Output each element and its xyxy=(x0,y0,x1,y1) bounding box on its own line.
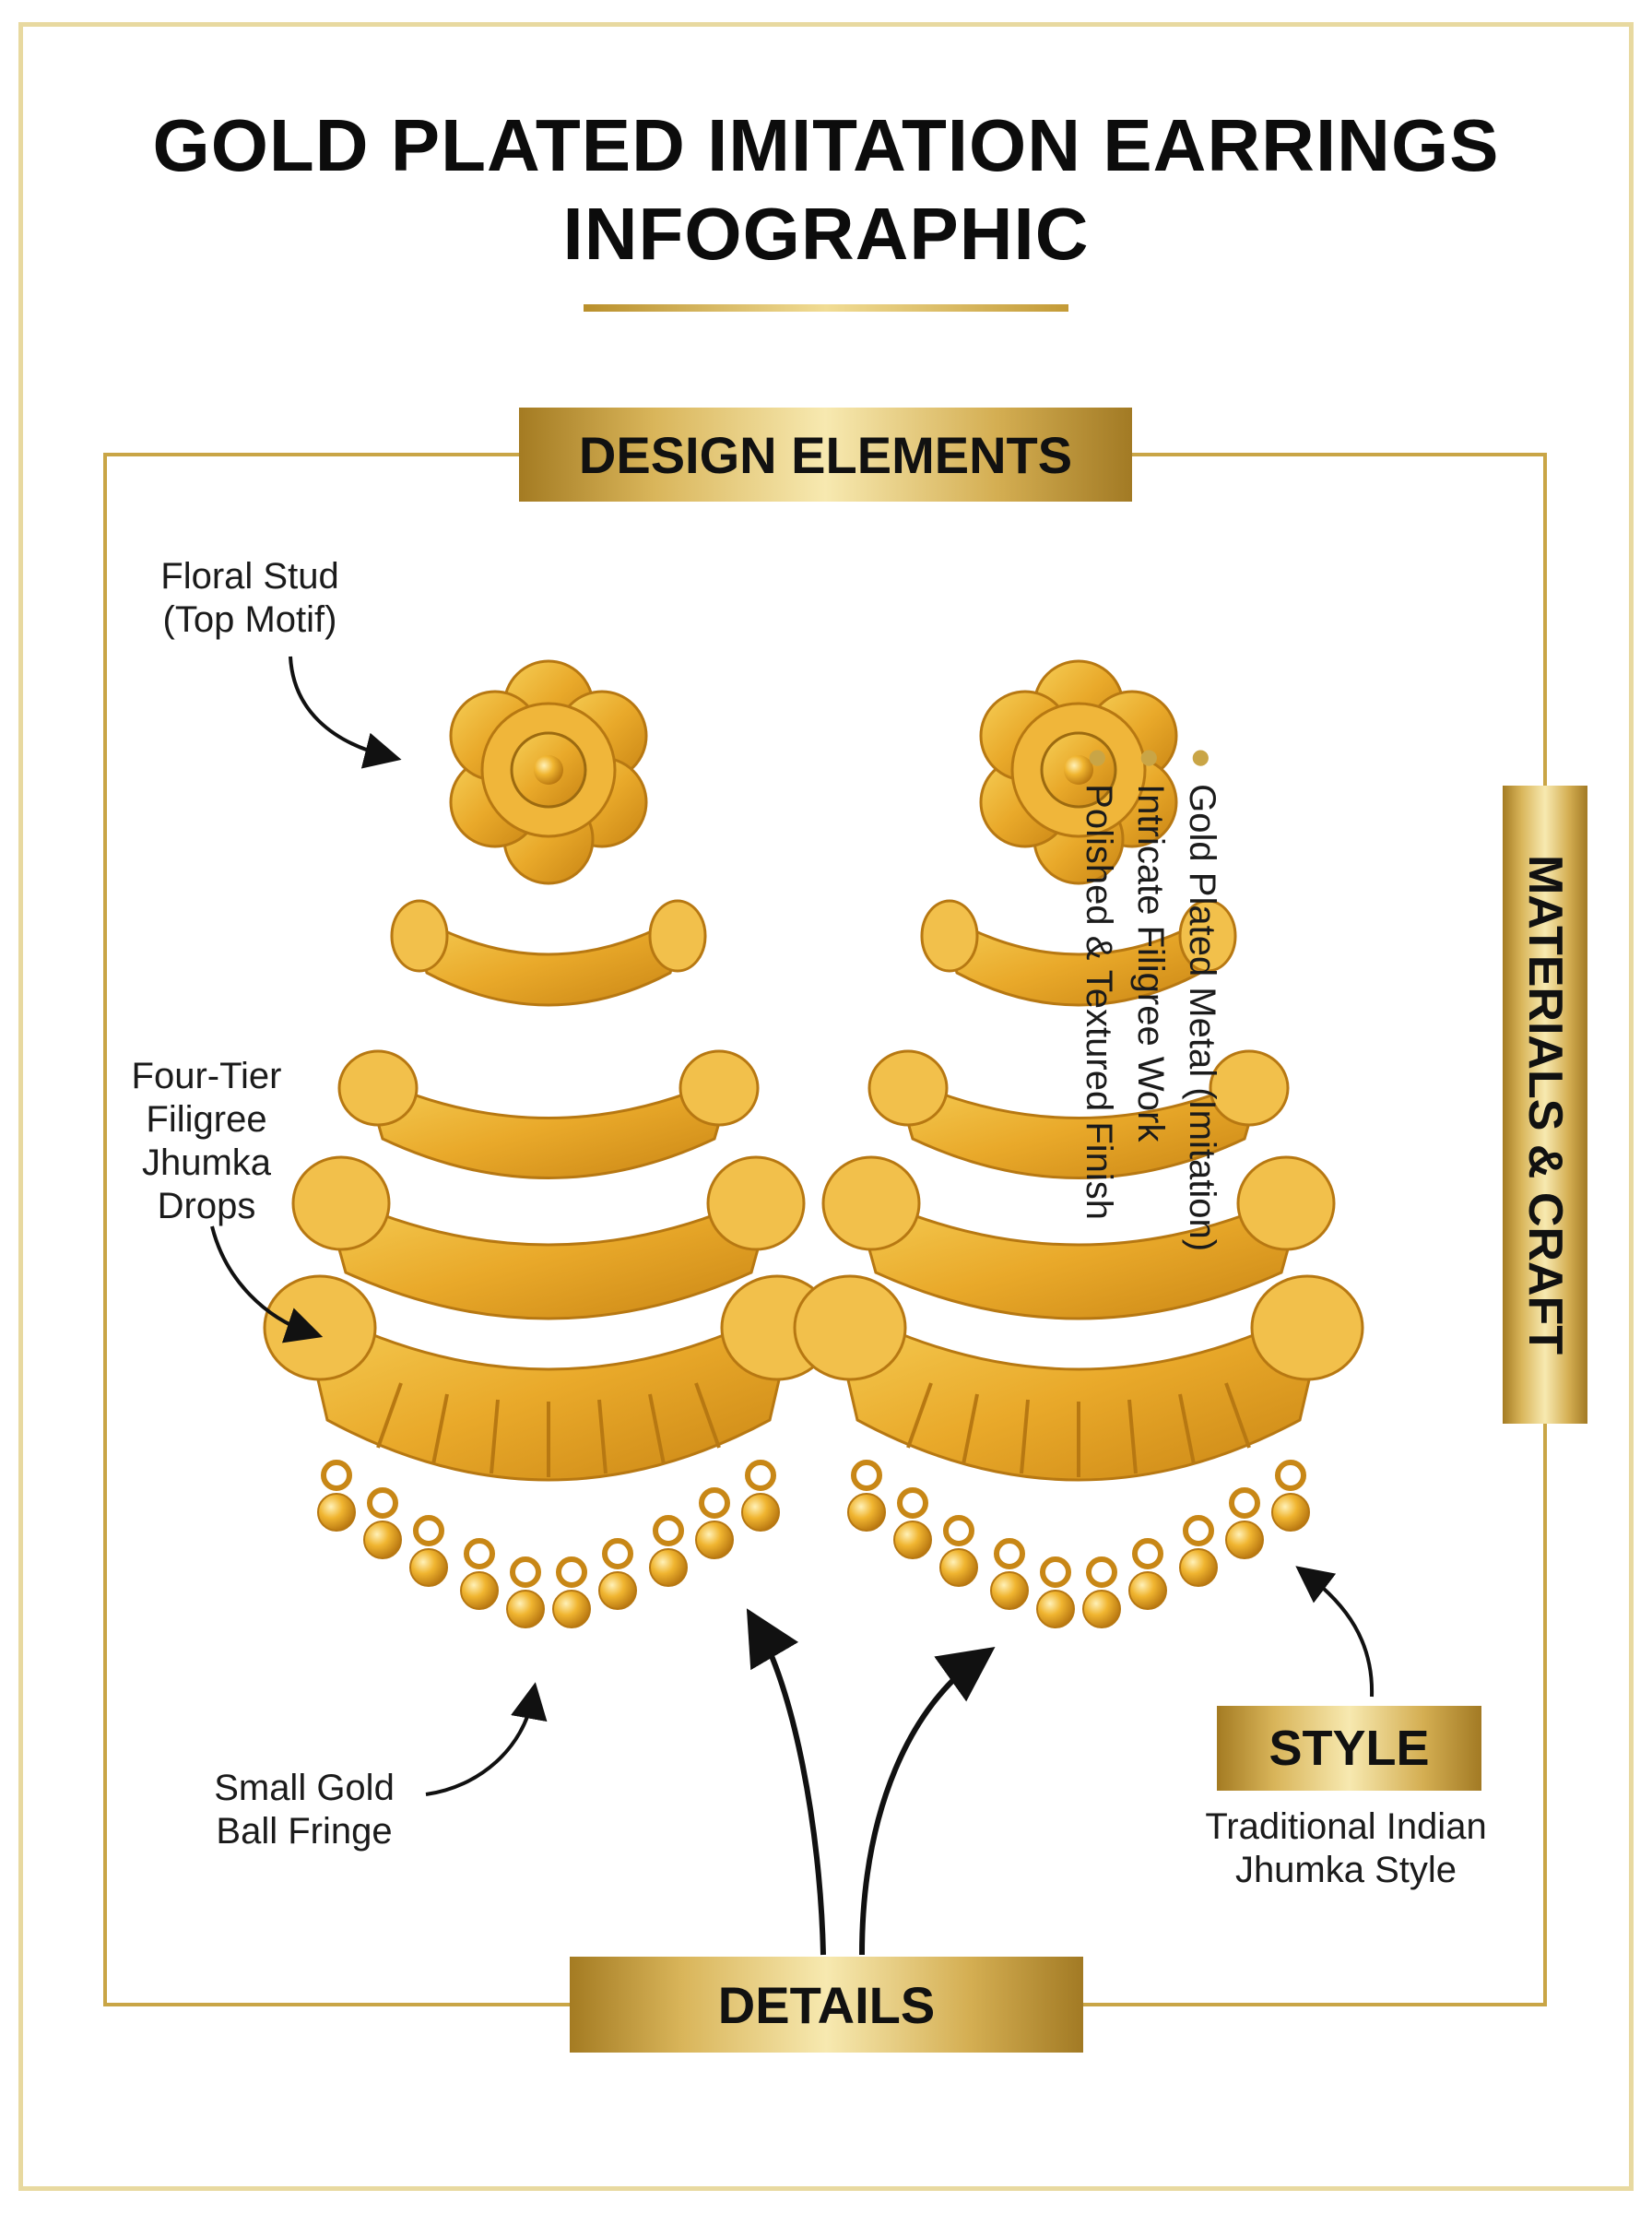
arrow-floral-stud xyxy=(289,656,402,769)
arrow-style xyxy=(1295,1566,1375,1698)
materials-list: ●Gold Plated Metal (Imitation) ●Intricat… xyxy=(1073,747,1232,1448)
materials-craft-text: MATERIALS & CRAFT xyxy=(1518,854,1572,1355)
floral-stud-label: Floral Stud (Top Motif) xyxy=(129,555,371,642)
four-tier-line-1: Four-Tier xyxy=(131,1056,282,1096)
arrow-details-left xyxy=(746,1608,826,1956)
materials-item-3: ●Polished & Textured Finish xyxy=(1079,747,1119,1221)
bullet-icon: ● xyxy=(1182,747,1222,770)
floral-stud-line-1: Floral Stud xyxy=(160,556,339,597)
bullet-icon: ● xyxy=(1079,747,1119,770)
bullet-icon: ● xyxy=(1130,747,1171,770)
ball-fringe-line-1: Small Gold xyxy=(214,1768,395,1808)
arrow-details-right xyxy=(859,1647,996,1956)
four-tier-label: Four-Tier Filigree Jhumka Drops xyxy=(96,1055,317,1228)
style-banner: STYLE xyxy=(1217,1706,1481,1791)
title-underline xyxy=(584,304,1068,312)
style-description: Traditional Indian Jhumka Style xyxy=(1162,1805,1530,1892)
details-banner: DETAILS xyxy=(570,1957,1083,2053)
four-tier-line-2: Filigree xyxy=(146,1099,267,1140)
title-line-1: GOLD PLATED IMITATION EARRINGS xyxy=(152,104,1500,186)
title-line-2: INFOGRAPHIC xyxy=(562,193,1090,275)
design-elements-banner: DESIGN ELEMENTS xyxy=(519,408,1132,502)
materials-craft-banner: MATERIALS & CRAFT xyxy=(1503,786,1587,1424)
outer-frame xyxy=(18,22,1634,2191)
arrow-four-tier xyxy=(210,1225,324,1343)
left-earring-image xyxy=(265,661,832,1627)
materials-item-1: ●Gold Plated Metal (Imitation) xyxy=(1182,747,1222,1252)
ball-fringe-line-2: Ball Fringe xyxy=(216,1811,393,1852)
arrow-ball-fringe xyxy=(425,1682,548,1796)
four-tier-line-3: Jhumka xyxy=(141,1142,272,1183)
materials-item-2: ●Intricate Filigree Work xyxy=(1130,747,1171,1142)
floral-stud-line-2: (Top Motif) xyxy=(162,599,337,640)
style-line-2: Jhumka Style xyxy=(1234,1850,1457,1890)
style-line-1: Traditional Indian xyxy=(1205,1806,1487,1847)
four-tier-line-4: Drops xyxy=(157,1186,256,1226)
ball-fringe-label: Small Gold Ball Fringe xyxy=(180,1767,429,1853)
